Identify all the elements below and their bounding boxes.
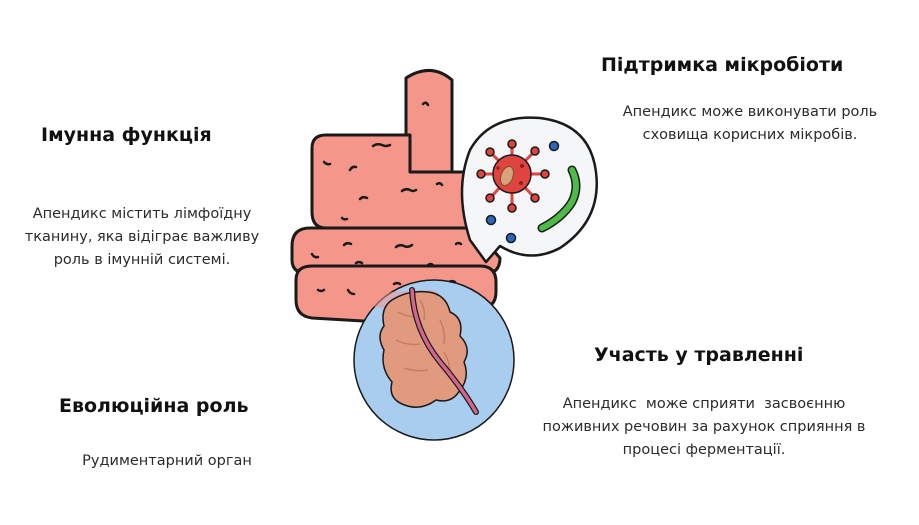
evolutionary-role-description: Рудиментарний орган (50, 450, 284, 473)
appendix-icon (379, 287, 479, 415)
virus-icon (476, 139, 550, 213)
description-line: Рудиментарний орган (82, 453, 252, 469)
description-line: Апендикс містить лімфоїдну (32, 206, 252, 222)
description-line: роль в імунній системі. (53, 252, 231, 268)
digestion-title: Участь у травленні (594, 344, 804, 366)
bacteria-icon (537, 165, 581, 233)
evolutionary-role-title: Еволюційна роль (59, 395, 249, 417)
description-line: поживних речовин за рахунок сприяння в (542, 419, 866, 435)
description-line: Апендикс може сприяти засвоєнню (562, 396, 846, 412)
coccus-icon (485, 140, 560, 244)
description-line: процесі ферментації. (622, 442, 786, 458)
description-line: тканину, яка відіграє важливу (24, 229, 260, 245)
description-line: сховища корисних мікробів. (642, 127, 858, 143)
microbiota-support-description: Апендикс може виконувати роль сховища ко… (600, 101, 900, 147)
description-line: Апендикс може виконувати роль (622, 104, 878, 120)
digestion-description: Апендикс може сприяти засвоєнню поживних… (518, 393, 890, 462)
immune-function-description: Апендикс містить лімфоїдну тканину, яка … (0, 203, 284, 272)
microbiota-support-title: Підтримка мікробіоти (601, 54, 844, 76)
microbe-bubble-icon (460, 116, 598, 264)
immune-function-title: Імунна функція (41, 124, 212, 146)
